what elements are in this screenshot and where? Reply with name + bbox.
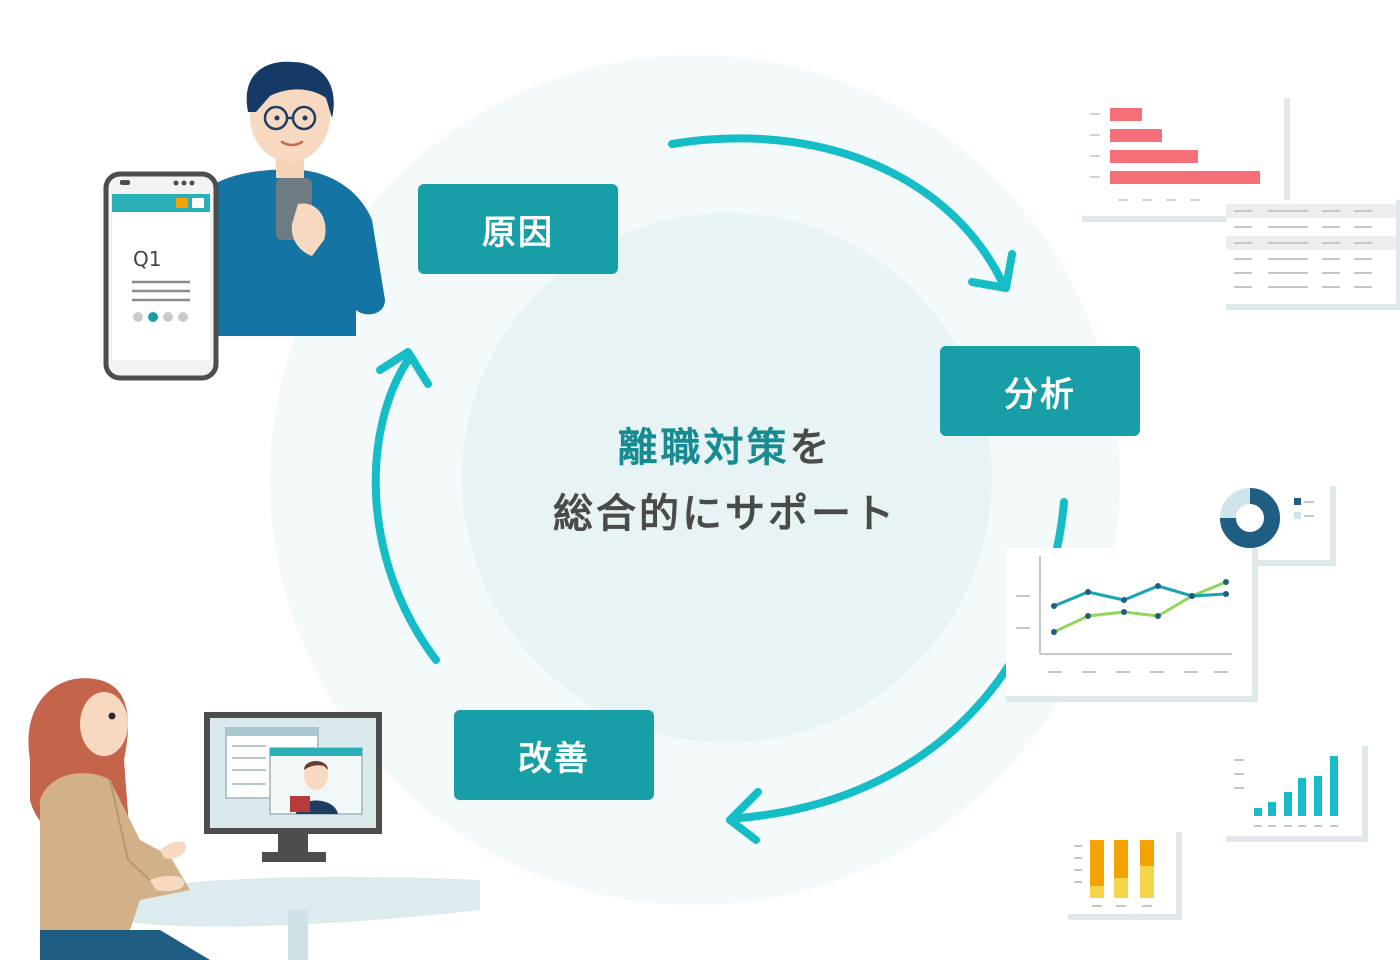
step-analysis-label: 分析 xyxy=(1004,374,1076,415)
donut-chart-card xyxy=(1210,486,1336,566)
step-cause-box: 原因 xyxy=(418,184,618,274)
line-chart-card xyxy=(1006,548,1258,702)
center-line-1-rest: を xyxy=(789,425,833,471)
center-line-2: 総合的にサポート xyxy=(553,491,897,537)
step-improve-label: 改善 xyxy=(518,738,590,779)
arrow-cause-to-analysis xyxy=(668,134,1006,286)
arrow-head-icon xyxy=(376,348,432,388)
center-line-1: 離職対策を xyxy=(500,415,950,481)
arrow-head-icon xyxy=(968,250,1016,292)
arrow-improve-to-cause xyxy=(371,356,440,664)
inner-circle xyxy=(462,213,992,743)
woman-at-monitor-illustration xyxy=(28,678,480,960)
video-call-monitor-icon xyxy=(204,712,382,862)
stacked-bar-chart-card xyxy=(1068,832,1182,920)
step-analysis-box: 分析 xyxy=(940,346,1140,436)
step-cause-label: 原因 xyxy=(482,212,554,253)
step-improve-box: 改善 xyxy=(454,710,654,800)
rising-bar-chart-card xyxy=(1226,746,1368,842)
center-accent-text: 離職対策 xyxy=(617,425,790,471)
man-with-phone-illustration xyxy=(208,61,385,336)
survey-question-label: Q1 xyxy=(133,247,161,271)
arrow-head-icon xyxy=(726,788,762,844)
smartphone-survey-icon: Q1 xyxy=(103,171,219,381)
center-message: 離職対策を 総合的にサポート xyxy=(500,415,950,547)
data-table-card xyxy=(1226,200,1400,310)
